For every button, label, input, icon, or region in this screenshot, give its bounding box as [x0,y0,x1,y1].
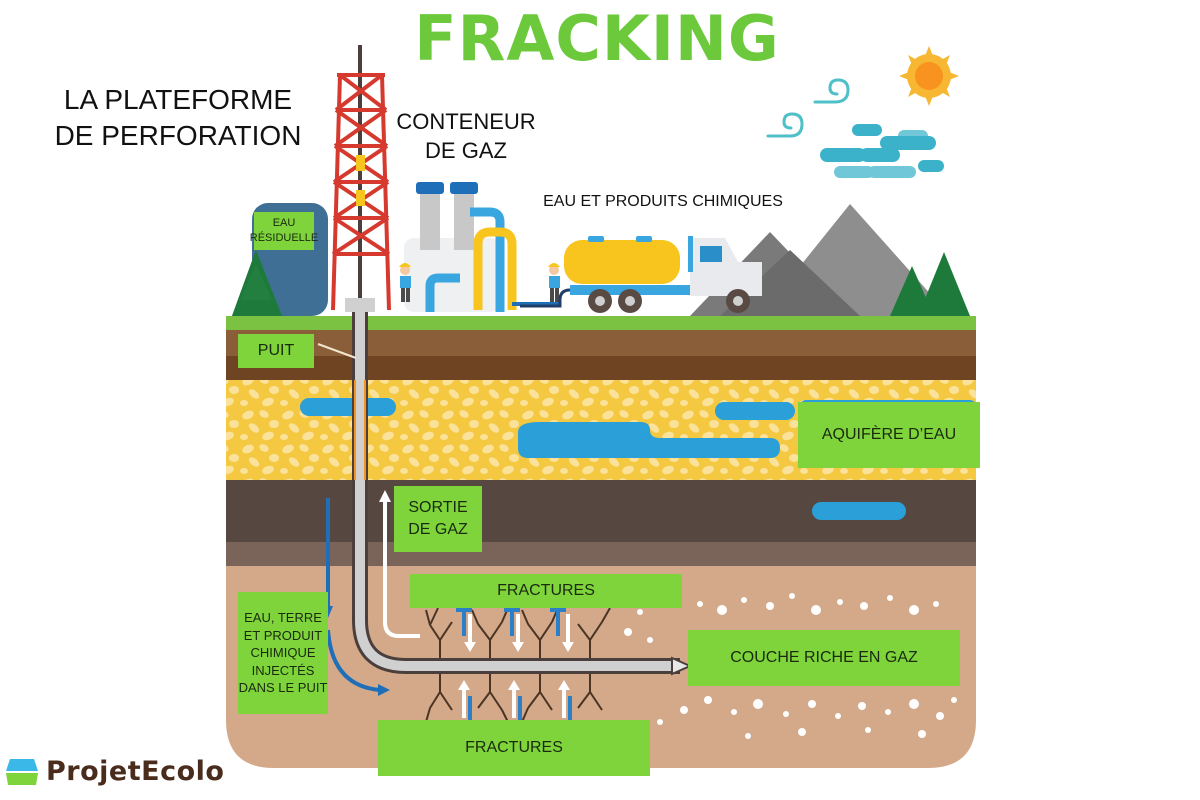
well-pointer [317,343,357,359]
label-line: ET PRODUIT [243,627,323,643]
label-line: RÉSIDUELLE [249,232,319,244]
worker-icon [399,263,560,302]
label-line: CONTENEUR [396,109,536,134]
label-aquifer: AQUIFÈRE D’EAU [798,402,980,468]
gas-bubbles [624,593,957,739]
fracture-arrows [456,608,574,722]
projetecolo-logo: ProjetEcolo [4,756,224,787]
label-line: CHIMIQUE [250,645,316,661]
logo-text: ProjetEcolo [46,756,225,787]
label-fractures-bottom: FRACTURES [378,720,650,776]
label-line: INJECTÉS [251,662,315,678]
sun-icon [899,46,959,106]
label-water-chemicals: EAU ET PRODUITS CHIMIQUES [543,193,783,210]
label-line: EAU [272,217,296,230]
gas-exit-arrow [379,490,420,638]
label-well: PUIT [238,334,314,368]
label-line: DE GAZ [425,137,507,163]
fracture-network [425,607,611,723]
page-title: FRACKING [414,2,780,75]
label-injection: EAU, TERRE ET PRODUIT CHIMIQUE INJECTÉS … [238,592,328,714]
label-line: SORTIE [408,499,468,517]
cloud-icon [820,124,944,178]
label-fractures-top: FRACTURES [410,574,682,608]
label-line: LA PLATEFORME [63,84,293,115]
tanker-truck [520,236,762,313]
label-gas-rich-layer: COUCHE RICHE EN GAZ [688,630,960,686]
label-line: DE PERFORATION [54,120,302,152]
well-pipe [352,312,693,676]
gas-container-plant [404,182,560,312]
drilling-derrick [331,45,391,312]
wind-icon [766,78,850,138]
label-drilling-platform: LA PLATEFORME DE PERFORATION [40,82,316,155]
label-waste-water: EAU RÉSIDUELLE [250,212,318,250]
label-line: DE GAZ [408,521,468,538]
label-gas-exit: SORTIE DE GAZ [394,486,482,552]
label-line: EAU, TERRE [244,610,322,626]
logo-icon [6,758,38,785]
label-gas-container: CONTENEUR DE GAZ [388,108,544,165]
label-line: DANS LE PUIT [238,680,328,696]
